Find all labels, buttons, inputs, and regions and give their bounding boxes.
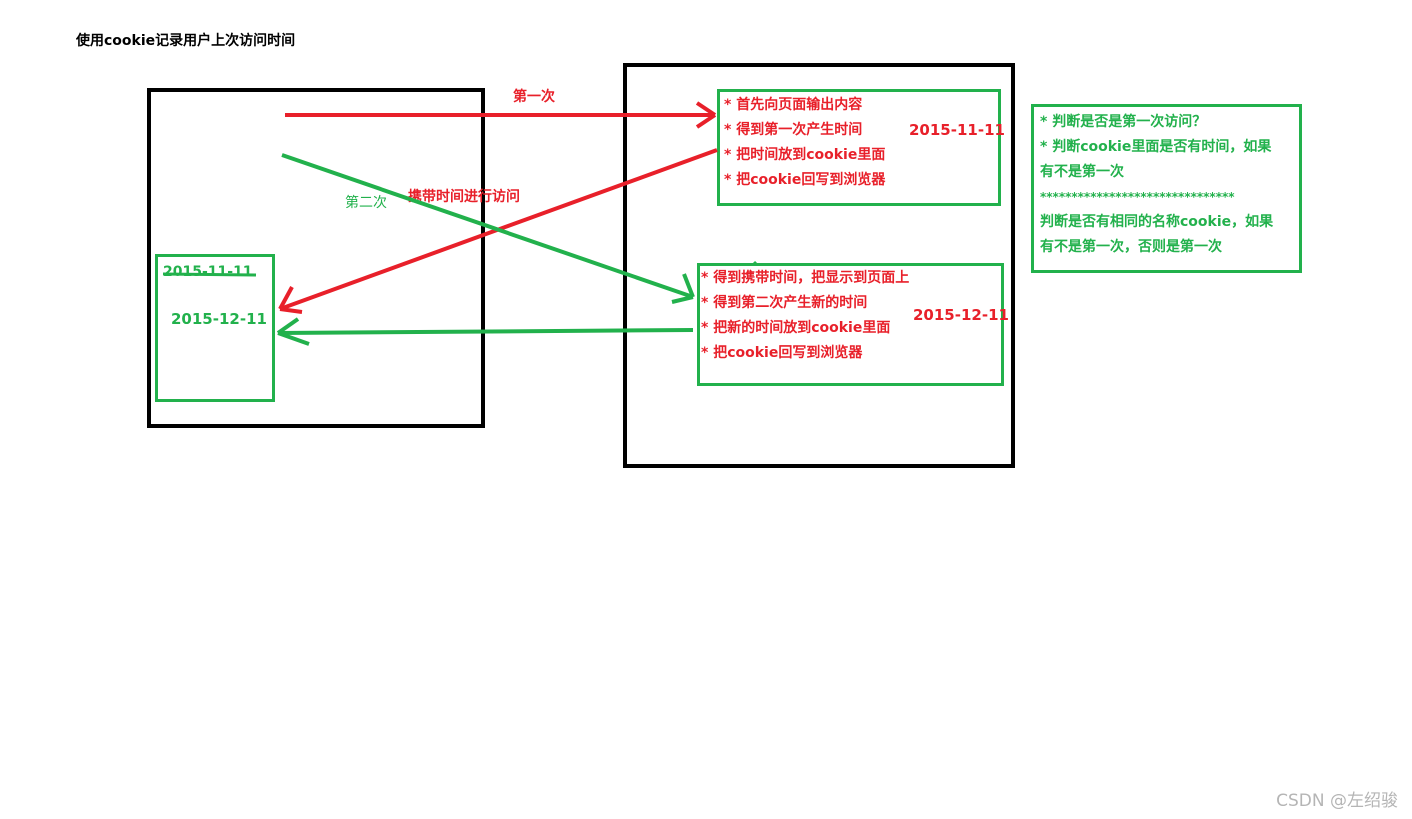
second-step-4: * 把cookie回写到浏览器: [701, 345, 863, 361]
first-step-1: * 首先向页面输出内容: [724, 97, 863, 113]
logic-note-lines: * 判断是否是第一次访问？ * 判断cookie里面是否有时间，如果 有不是第一…: [1040, 110, 1273, 260]
new-date-client: 2015-12-11: [171, 310, 267, 328]
second-visit-date: 2015-12-11: [913, 306, 1009, 324]
arrow-first-request: [285, 101, 717, 129]
first-step-3: * 把时间放到cookie里面: [724, 147, 886, 163]
server-box: [623, 63, 1015, 468]
label-second-visit: 第二次: [345, 195, 387, 211]
second-visit-steps-box: [697, 263, 1004, 386]
first-step-2: * 得到第一次产生时间: [724, 122, 863, 138]
logic-line-5: 判断是否有相同的名称cookie，如果: [1040, 214, 1274, 230]
label-carry-time: 携带时间进行访问: [408, 189, 520, 205]
arrow-second-request: [281, 153, 695, 304]
small-mark: [752, 260, 758, 266]
logic-line-3: 有不是第一次: [1040, 164, 1124, 180]
first-visit-steps-box: [717, 89, 1001, 206]
diagram-title: 使用cookie记录用户上次访问时间: [76, 33, 296, 49]
browser-box: [147, 88, 485, 428]
logic-line-6: 有不是第一次，否则是第一次: [1040, 239, 1222, 255]
first-visit-date: 2015-11-11: [909, 121, 1005, 139]
first-visit-steps: * 首先向页面输出内容 * 得到第一次产生时间 * 把时间放到cookie里面 …: [724, 93, 885, 193]
second-visit-steps: * 得到携带时间，把显示到页面上 * 得到第二次产生新的时间 * 把新的时间放到…: [701, 266, 909, 366]
arrow-second-response: [276, 317, 694, 346]
first-step-4: * 把cookie回写到浏览器: [724, 172, 886, 188]
client-date-box: [155, 254, 275, 402]
watermark: CSDN @左绍骏: [1276, 791, 1398, 811]
label-first-visit: 第一次: [513, 89, 555, 105]
second-step-3: * 把新的时间放到cookie里面: [701, 320, 891, 336]
second-step-2: * 得到第二次产生新的时间: [701, 295, 868, 311]
second-step-1: * 得到携带时间，把显示到页面上: [701, 270, 910, 286]
logic-note-box: [1031, 104, 1302, 273]
logic-line-2: * 判断cookie里面是否有时间，如果: [1040, 139, 1272, 155]
logic-line-4: *******************************: [1040, 190, 1235, 204]
strike-line: [162, 272, 257, 277]
logic-line-1: * 判断是否是第一次访问？: [1040, 114, 1207, 130]
